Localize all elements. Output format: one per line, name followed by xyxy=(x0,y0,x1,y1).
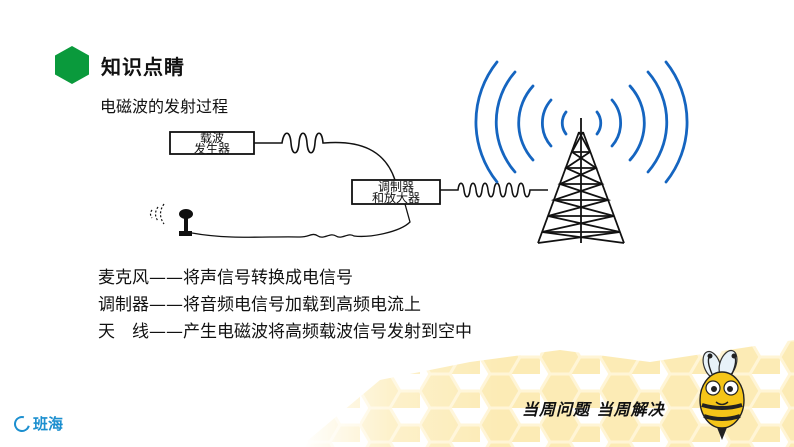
modulator-label-line1: 调制器 xyxy=(378,180,414,194)
description-antenna: 天 线——产生电磁波将高频载波信号发射到空中 xyxy=(98,322,472,342)
green-hexagon-icon xyxy=(55,46,89,84)
diagram-subtitle: 电磁波的发射过程 xyxy=(100,97,229,116)
carrier-generator-label-line1: 载波 xyxy=(200,131,224,145)
carrier-coil xyxy=(254,132,324,154)
section-header: 知识点睛 xyxy=(55,46,185,84)
radio-waves xyxy=(474,60,689,184)
logo-circle-icon xyxy=(11,412,33,435)
brand-logo: 班海 xyxy=(11,412,64,435)
logo-text: 班海 xyxy=(33,415,64,433)
antenna-tower-icon xyxy=(537,118,625,244)
modulator-label-line2: 和放大器 xyxy=(372,190,420,205)
section-title: 知识点睛 xyxy=(101,54,185,79)
description-modulator: 调制器——将音频电信号加载到高频电流上 xyxy=(98,295,421,315)
carrier-wire xyxy=(323,141,396,181)
modulator-box: 调制器 和放大器 xyxy=(351,179,441,205)
carrier-generator-box: 载波 发生器 xyxy=(169,131,255,156)
description-microphone: 麦克风——将声信号转换成电信号 xyxy=(98,268,353,288)
carrier-generator-label-line2: 发生器 xyxy=(194,141,230,156)
microphone-icon xyxy=(149,203,193,236)
output-coil xyxy=(440,182,548,198)
slogan: 当周问题 当周解决 xyxy=(522,400,665,419)
audio-wire xyxy=(191,203,411,238)
description-list: 麦克风——将声信号转换成电信号 调制器——将音频电信号加载到高频电流上 天 线—… xyxy=(98,265,472,346)
bee-mascot-icon xyxy=(699,349,745,441)
